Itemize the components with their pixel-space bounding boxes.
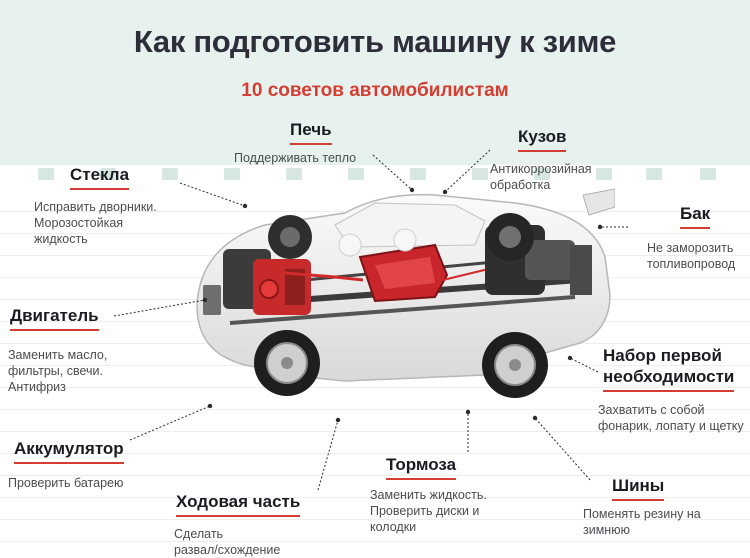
tip-text-kuzov: Антикоррозийная обработка [490,162,592,192]
tip-heading-hodovaya: Ходовая часть [176,492,301,517]
tip-text-pech: Поддерживать тепло [234,151,357,165]
tip-heading-nabor: Набор первой необходимости [603,345,735,392]
header-band [0,0,750,165]
tip-heading-akkumulyator: Аккумулятор [14,439,124,464]
tip-heading-dvigatel: Двигатель [10,306,99,331]
tip-heading-tormoza: Тормоза [386,455,457,480]
tip-heading-shiny: Шины [612,476,665,501]
tip-text-dvigatel: Заменить масло, фильтры, свечи. Антифриз [8,348,108,394]
tip-text-bak: Не заморозить топливопровод [647,241,736,271]
tip-heading-bak: Бак [680,204,711,229]
tip-text-hodovaya: Сделать развал/схождение [174,527,281,557]
tip-heading-stekla: Стекла [70,165,130,190]
tip-text-shiny: Поменять резину на зимнюю [583,507,701,537]
car-illustration [196,188,615,398]
tip-text-stekla: Исправить дворники. Морозостойкая жидкос… [34,200,157,246]
page-subtitle: 10 советов автомобилистам [241,80,509,101]
tip-text-tormoza: Заменить жидкость. Проверить диски и кол… [370,488,487,534]
tip-text-akkumulyator: Проверить батарею [8,476,124,490]
tip-heading-pech: Печь [290,120,332,145]
tip-heading-kuzov: Кузов [518,127,567,152]
page-title: Как подготовить машину к зиме [133,24,617,59]
tip-text-nabor: Захватить с собой фонарик, лопату и щетк… [598,403,744,433]
decorative-dots [0,168,750,182]
